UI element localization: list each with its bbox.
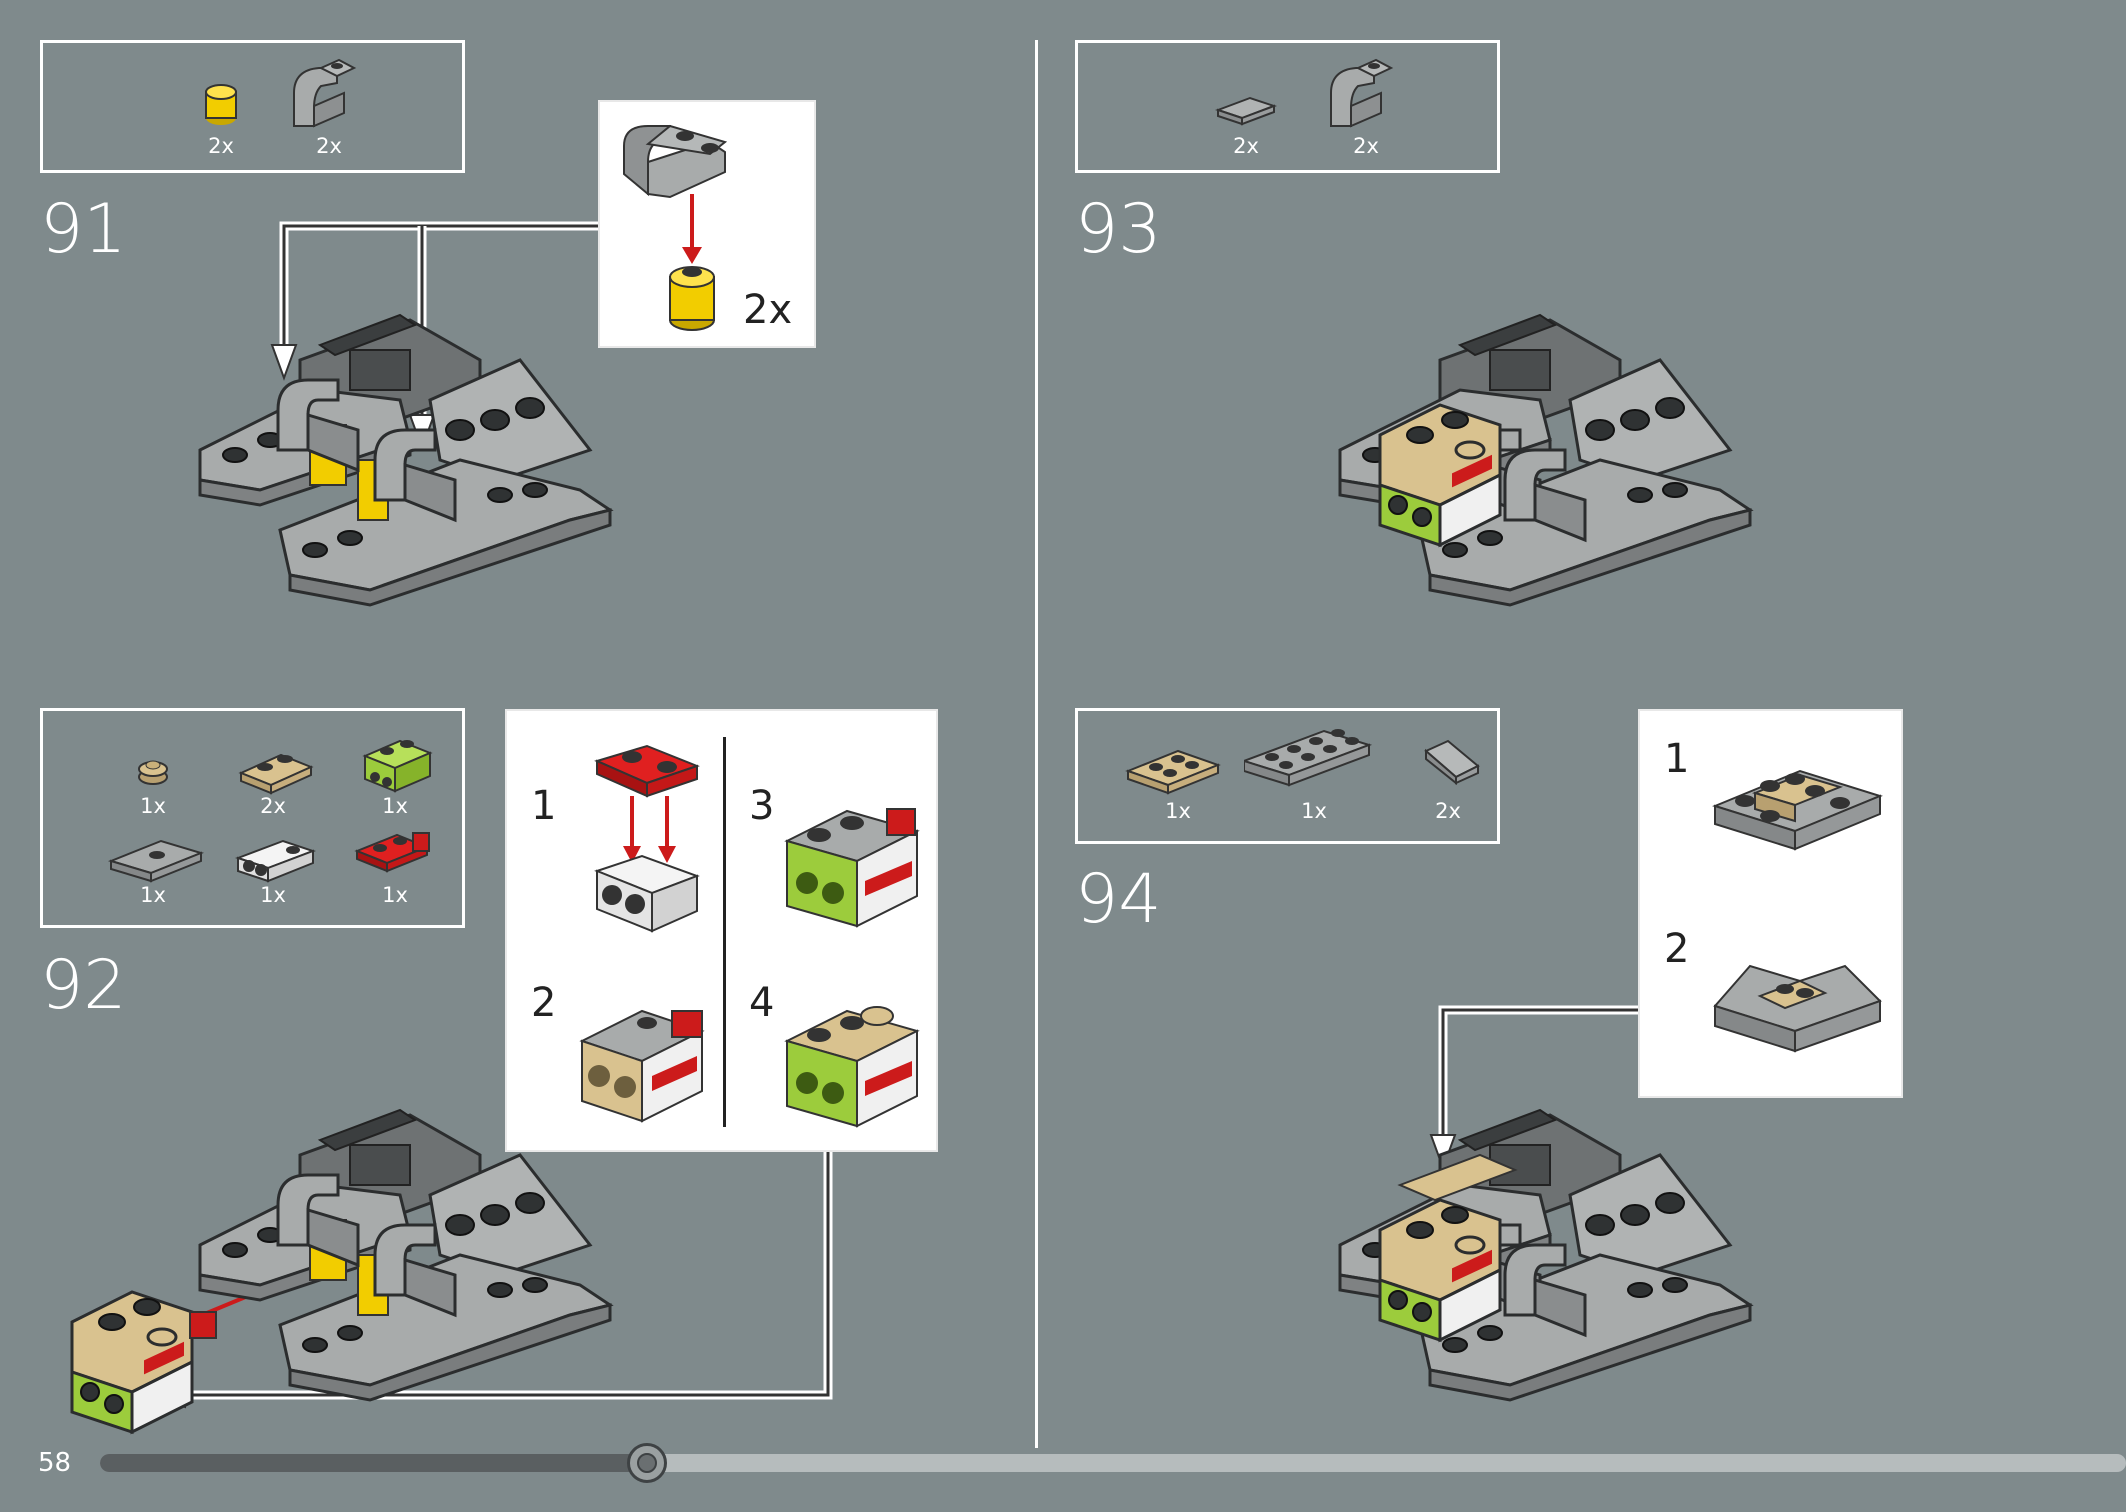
gray-jumper-plate-icon (107, 839, 205, 883)
substep-number: 1 (531, 783, 557, 829)
callout-illustration (579, 744, 920, 1128)
callout-illustration (623, 124, 728, 331)
part-item: 2x (1296, 48, 1436, 168)
callout-step-94: 1 2 (1638, 709, 1903, 1098)
substep-number: 2 (1664, 926, 1690, 972)
part-item: 2x (259, 48, 399, 168)
parts-list-step-91: 2x 2x (40, 40, 465, 173)
part-quantity: 2x (1353, 134, 1379, 158)
part-item: 2x (1176, 48, 1316, 168)
part-quantity: 1x (1165, 799, 1191, 823)
gray-curved-slope-icon (293, 58, 357, 128)
parts-list-step-93: 2x 2x (1075, 40, 1500, 173)
part-quantity: 1x (382, 883, 408, 907)
part-quantity: 1x (1301, 799, 1327, 823)
part-item: 1x (83, 803, 223, 923)
yellow-round-brick-icon (205, 84, 237, 125)
red-hinge-plate-icon (354, 832, 430, 873)
tan-plate-2x2-icon (1125, 749, 1221, 795)
callout-step-91: 2x (598, 100, 816, 348)
step-number-93: 93 (1075, 190, 1162, 269)
gray-curved-slope-icon (1330, 58, 1394, 128)
part-item: 1x (325, 711, 465, 831)
part-quantity: 2x (208, 134, 234, 158)
part-quantity: 2x (1435, 799, 1461, 823)
gray-slope-tile-icon (1424, 739, 1480, 786)
part-quantity: 1x (140, 794, 166, 818)
cockpit-subassembly (70, 1290, 217, 1434)
part-item: 2x (203, 711, 343, 831)
part-quantity: 2x (316, 134, 342, 158)
part-item: 2x (1378, 711, 1518, 831)
substep-number: 1 (1664, 736, 1690, 782)
page-number: 58 (38, 1448, 72, 1478)
substep-number: 3 (749, 783, 775, 829)
step-number-91: 91 (40, 190, 127, 269)
part-item: 1x (83, 711, 223, 831)
page-progress-handle[interactable] (627, 1443, 668, 1483)
callout-illustration (1712, 769, 1883, 1053)
part-item: 1x (325, 803, 465, 923)
model-step-92 (198, 1108, 612, 1402)
step-number-92: 92 (40, 946, 127, 1025)
part-quantity: 1x (382, 794, 408, 818)
substep-number: 4 (749, 980, 775, 1026)
lime-bracket-icon (362, 739, 433, 793)
step-number-94: 94 (1075, 860, 1162, 939)
tan-round-plate-icon (138, 760, 168, 785)
part-quantity: 1x (140, 883, 166, 907)
page-divider (1035, 40, 1038, 1448)
model-step-94 (1338, 1108, 1752, 1402)
part-item: 1x (203, 803, 343, 923)
callout-quantity: 2x (743, 287, 793, 333)
model-step-91 (198, 313, 612, 607)
part-item: 2x (151, 48, 291, 168)
part-item: 1x (1244, 711, 1384, 831)
part-quantity: 1x (260, 883, 286, 907)
tan-plate-1x2-icon (238, 753, 314, 795)
page-progress-fill (100, 1454, 648, 1472)
part-quantity: 2x (260, 794, 286, 818)
gray-plate-2x4-icon (1244, 729, 1373, 787)
gray-tile-icon (1215, 96, 1277, 126)
cockpit-assembly (1378, 1198, 1502, 1342)
part-item: 1x (1108, 711, 1248, 831)
white-bracket-icon (235, 839, 316, 883)
callout-step-92: 1 2 3 4 (505, 709, 938, 1152)
part-quantity: 2x (1233, 134, 1259, 158)
cockpit-assembly (1378, 403, 1502, 547)
parts-list-step-94: 1x 1x 2x (1075, 708, 1500, 844)
callout-divider (723, 737, 726, 1127)
substep-number: 2 (531, 980, 557, 1026)
parts-list-step-92: 1x 2x 1x 1x (40, 708, 465, 928)
